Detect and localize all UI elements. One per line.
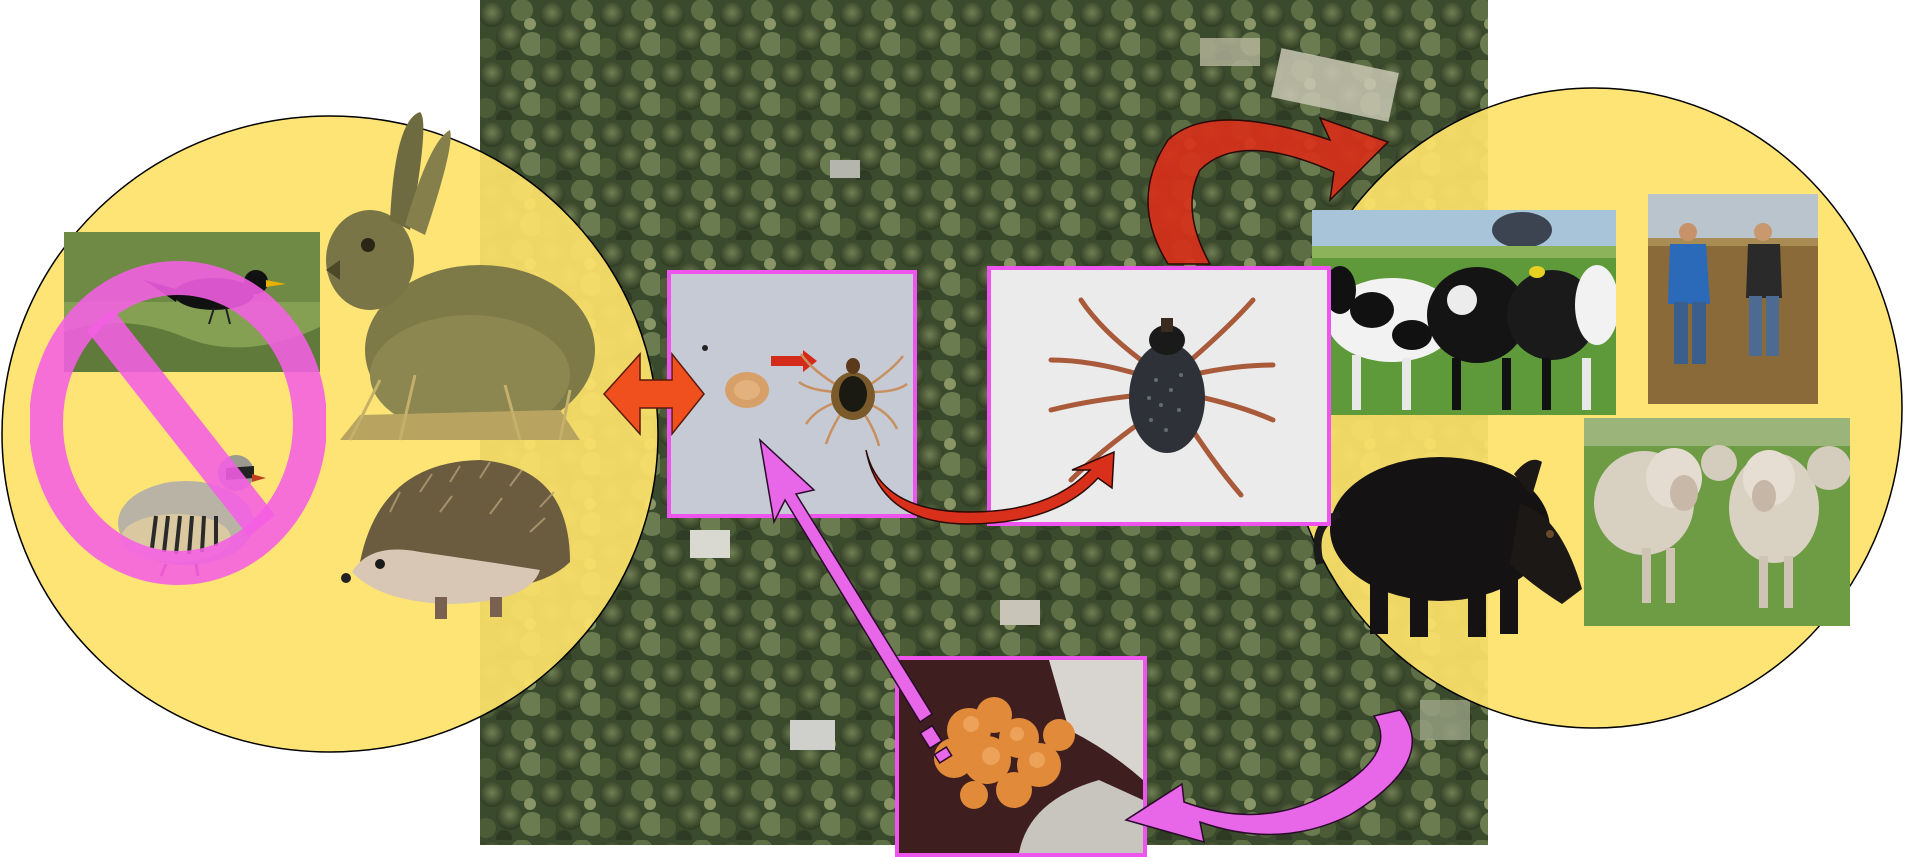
hedgehog-photo: [340, 452, 574, 622]
sheep-photo: [1584, 418, 1850, 626]
people-in-field-photo: [1648, 194, 1818, 404]
wild-boar-photo: [1300, 414, 1590, 654]
prohibited-birds-icon: [30, 260, 326, 586]
hare-photo: [320, 110, 600, 450]
tick-larva-nymph-photo: [667, 270, 917, 518]
tick-egg-mass-photo: [895, 656, 1147, 857]
cattle-photo: [1312, 210, 1616, 415]
adult-tick-photo: [987, 266, 1331, 526]
